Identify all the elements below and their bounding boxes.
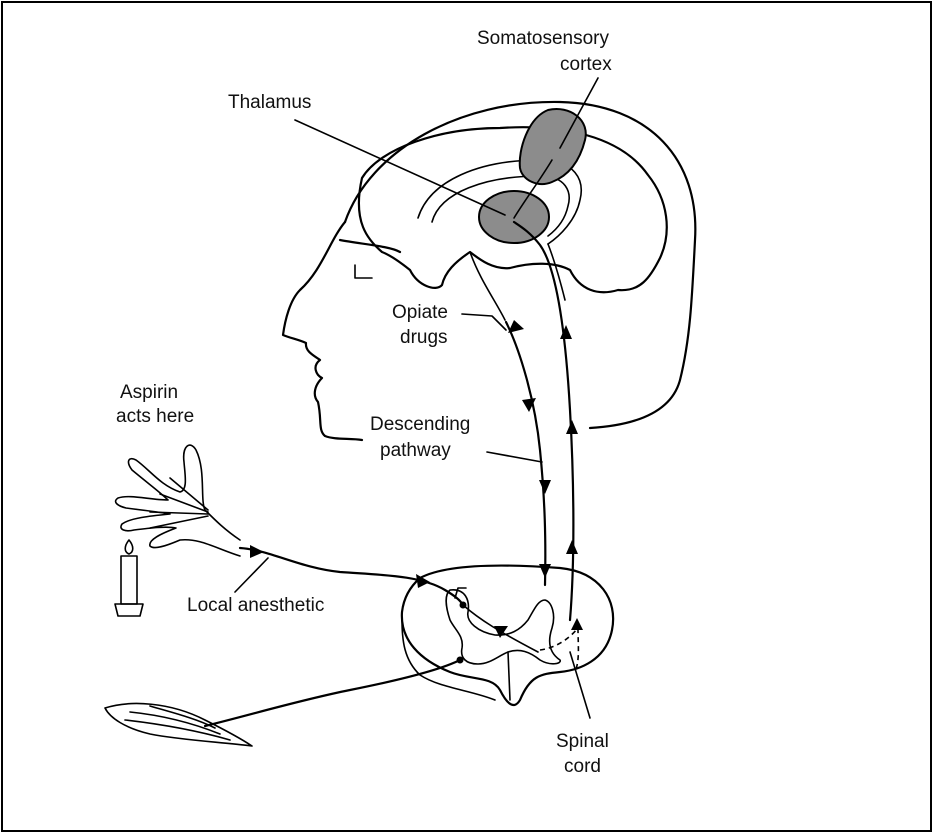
eye	[355, 265, 372, 278]
hand-nerve-arrow-1	[250, 545, 264, 558]
spinal-cord-pointer	[570, 652, 590, 718]
candle	[121, 556, 137, 604]
aspirin-label-line1: Aspirin	[120, 382, 178, 403]
spinal-cord-label-line2: cord	[564, 756, 601, 777]
local-anesthetic-pointer	[235, 558, 268, 592]
descending-arrow-1	[508, 320, 524, 333]
local-anesthetic-label: Local anesthetic	[187, 595, 324, 616]
brain-stem-left	[470, 252, 505, 320]
candle-holder	[115, 604, 143, 616]
spinal-cord-fissure	[508, 652, 510, 700]
ascending-arrow-2	[566, 420, 578, 434]
descending-label-line1: Descending	[370, 414, 470, 435]
descending-arrow-3	[539, 480, 551, 494]
cord-crossing-dashed	[540, 628, 578, 672]
descending-label-line2: pathway	[380, 440, 451, 461]
descending-pathway	[506, 322, 545, 585]
brow	[340, 240, 400, 252]
candle-flame	[125, 540, 133, 554]
face-profile	[283, 222, 362, 440]
opiate-label-line1: Opiate	[392, 302, 448, 323]
spinal-cord-label-line1: Spinal	[556, 731, 609, 752]
aspirin-label-line2: acts here	[116, 406, 194, 427]
opiate-label-line2: drugs	[400, 327, 448, 348]
spinal-cord-lower-edge	[402, 620, 495, 700]
ascending-arrow-1	[566, 540, 578, 554]
thalamus-pointer	[295, 120, 505, 215]
muscle-nerve	[205, 660, 460, 726]
somatosensory-label-line2: cortex	[560, 54, 612, 75]
cord-ascending-start	[571, 618, 583, 630]
cord-arrow	[494, 626, 508, 638]
descending-pointer	[487, 452, 542, 462]
thalamus-label: Thalamus	[228, 92, 311, 113]
ascending-pathway	[514, 222, 573, 620]
hand-fingerlines	[150, 478, 208, 528]
somatosensory-label-line1: Somatosensory	[477, 28, 610, 49]
opiate-pointer	[462, 314, 506, 330]
